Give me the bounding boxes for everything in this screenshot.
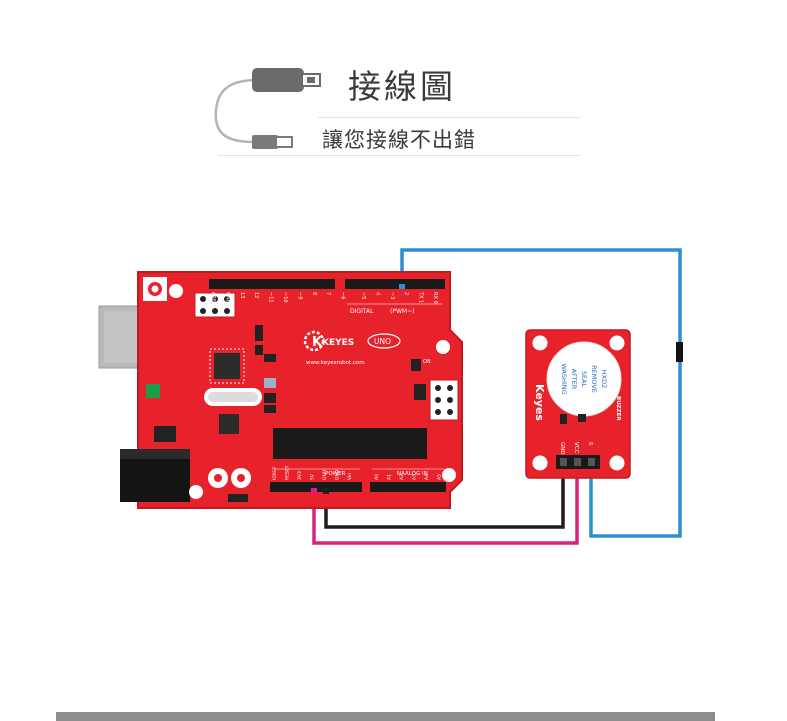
subtitle-divider xyxy=(218,155,580,156)
analog-pin-label: A4 xyxy=(424,474,430,480)
digital-pin-label: 4 xyxy=(374,292,380,295)
buzzer-disc xyxy=(547,342,621,416)
bottom-bar xyxy=(56,712,715,721)
wire-clip xyxy=(676,342,683,362)
pin-label-gnd: GND xyxy=(559,442,565,455)
digital-pin-label: ~6 xyxy=(340,292,346,299)
board-website: www.keyesrobot.com xyxy=(306,360,365,366)
power-pin-label: 3V3 xyxy=(297,471,303,480)
digital-pin-label: 2 xyxy=(403,292,409,295)
arduino-board: DIGITAL (PWM~) K xyxy=(98,271,463,509)
page-subtitle: 讓您接線不出錯 xyxy=(322,128,476,152)
digital-pin-label: ~5 xyxy=(360,292,366,299)
power-pin-label: Vin xyxy=(347,473,353,480)
digital-pin-label: ~9 xyxy=(296,292,302,299)
digital-pin-label: ~11 xyxy=(268,292,274,303)
pwm-label: (PWM~) xyxy=(390,308,414,315)
title-divider xyxy=(318,117,580,118)
analog-label: NAALOG IN xyxy=(397,471,428,477)
power-pin-label: IOREF xyxy=(272,466,278,480)
analog-pin-label: A0 xyxy=(374,474,380,480)
atmega-chip xyxy=(273,428,427,459)
board-brand: KEYES xyxy=(322,338,354,348)
digital-pin-label: RX 0 xyxy=(432,292,438,304)
module-title: BUZZER xyxy=(615,396,621,421)
analog-pin-label: A3 xyxy=(412,474,418,480)
digital-pin-label: AREF xyxy=(210,292,216,305)
analog-header xyxy=(370,482,446,492)
svg-text:WASHING: WASHING xyxy=(560,363,568,394)
digital-pin-label: ~10 xyxy=(282,292,288,303)
keyes-logo: K KEYES UNO www.keyesrobot.com xyxy=(303,330,401,366)
analog-pin-label: A5 xyxy=(437,474,443,480)
svg-text:AFTER: AFTER xyxy=(570,369,578,390)
module-brand: Keyes xyxy=(533,384,546,421)
on-label: ON xyxy=(423,359,431,365)
digital-pin-label: 7 xyxy=(325,292,331,295)
header: 接線圖 讓您接線不出錯 xyxy=(0,0,787,170)
ground-wire xyxy=(324,470,565,529)
svg-text:HXD2: HXD2 xyxy=(600,370,608,388)
svg-text:REMOVE: REMOVE xyxy=(590,365,598,393)
power-pin-label: GND xyxy=(322,469,328,480)
buzzer-module: HXD2 REMOVE SEAL AFTER WASHING Keyes BUZ… xyxy=(525,329,631,479)
power-wire xyxy=(312,470,579,545)
digital-header-left xyxy=(209,279,335,289)
power-pin-label: GND xyxy=(335,469,341,480)
svg-text:SEAL: SEAL xyxy=(580,371,588,388)
svg-text:K: K xyxy=(312,335,323,350)
digital-pin-label: 12 xyxy=(253,292,259,298)
analog-pin-label: A2 xyxy=(399,474,405,480)
power-label: POWER xyxy=(325,471,346,477)
digital-pin-label: GND xyxy=(224,292,230,304)
power-pin-label: RESET xyxy=(285,465,291,480)
signal-wire xyxy=(400,248,682,538)
board-model: UNO xyxy=(374,337,391,346)
digital-pin-label: 13 xyxy=(239,292,245,298)
page-title: 接線圖 xyxy=(348,67,456,106)
digital-pin-label: TX 1 xyxy=(418,291,424,303)
digital-header-right xyxy=(345,279,445,289)
pin-label-vcc: VCC xyxy=(573,442,579,454)
pin-label-s: S xyxy=(587,442,593,446)
digital-pin-label: ~3 xyxy=(389,292,395,299)
digital-pin-label: 8 xyxy=(311,292,317,295)
analog-pin-label: A1 xyxy=(387,474,393,480)
buzzer-sticker: HXD2 REMOVE SEAL AFTER WASHING xyxy=(560,363,608,394)
power-header xyxy=(270,482,362,492)
power-pin-label: 5V xyxy=(310,473,316,480)
usb-cable-icon xyxy=(214,68,321,149)
digital-label: DIGITAL xyxy=(350,308,374,315)
